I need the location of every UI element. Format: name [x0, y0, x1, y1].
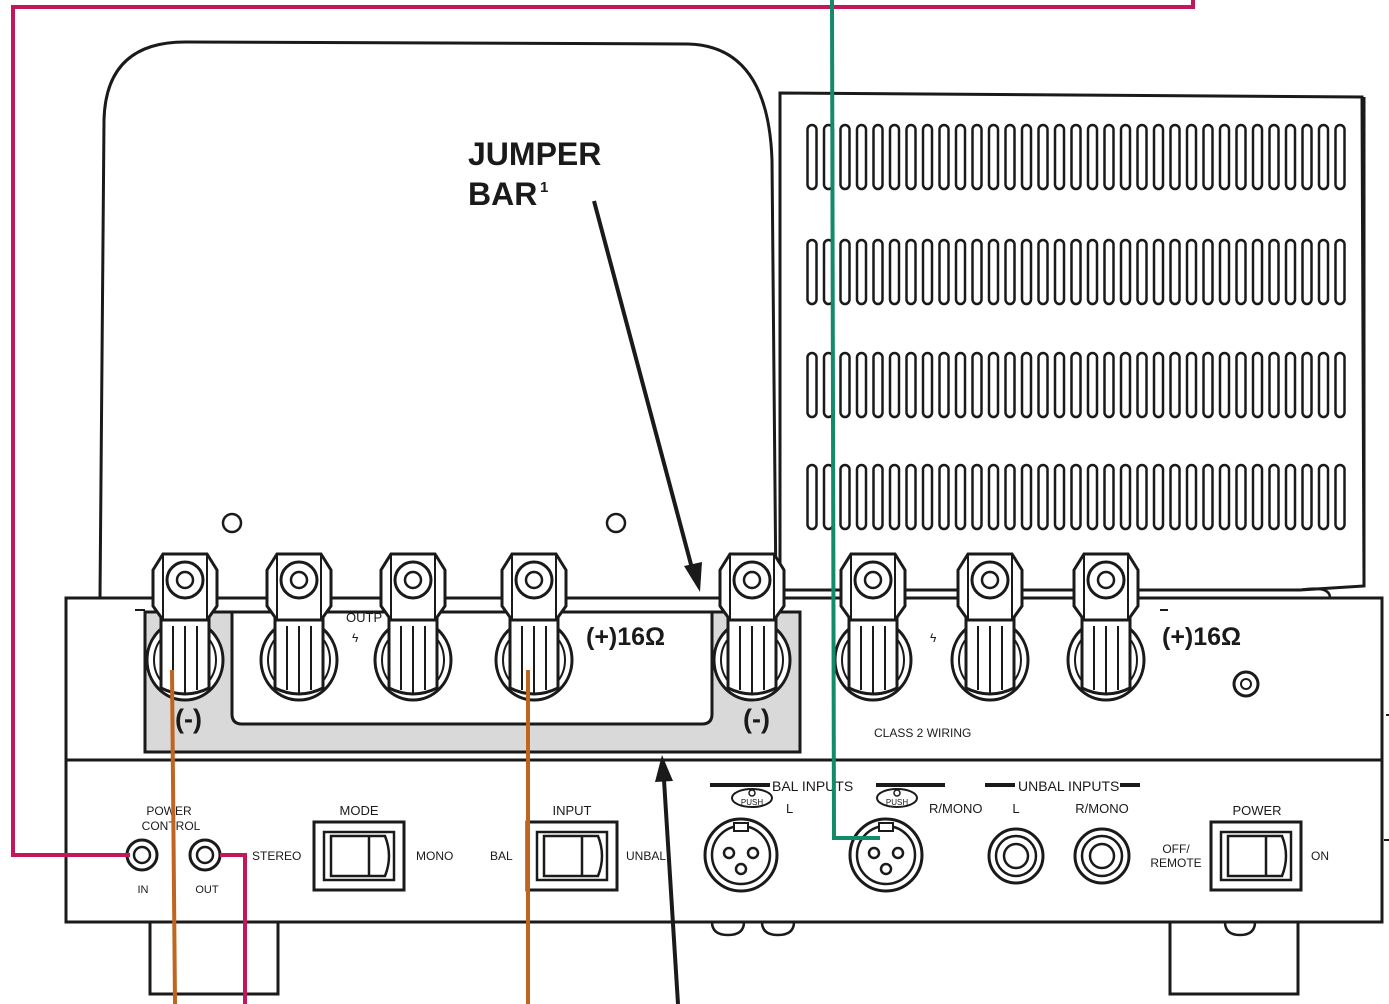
power-control-title-2: CONTROL	[142, 819, 201, 833]
transformer-cover	[98, 40, 778, 599]
input-rocker-switch[interactable]	[525, 820, 619, 892]
left-minus-label: (-)	[175, 704, 202, 734]
lightning-glyph-left: ϟ	[352, 631, 359, 645]
jumper-callout-arrow	[592, 200, 695, 573]
unbal-input-rmono-rca[interactable]	[1073, 827, 1131, 885]
unbal-input-l-rca[interactable]	[987, 827, 1045, 885]
left-foot	[148, 920, 280, 996]
unbal-l-label: L	[1012, 801, 1019, 816]
mode-rocker-switch[interactable]	[312, 820, 406, 892]
ground-screw	[1232, 670, 1260, 698]
lightning-glyph-right: ϟ	[930, 631, 937, 645]
bal-r-push-label: PUSH	[886, 798, 908, 807]
power-on-label: ON	[1311, 849, 1329, 863]
power-control-in-label: IN	[138, 884, 149, 896]
magenta-wire-out	[220, 853, 247, 1004]
right-foot	[1168, 920, 1300, 996]
power-control-in-jack[interactable]	[125, 838, 159, 872]
power-title: POWER	[1232, 803, 1281, 818]
bal-input-l-xlr[interactable]	[703, 817, 779, 893]
magenta-wire-in	[11, 0, 1195, 857]
mode-title: MODE	[340, 803, 379, 818]
jumper-callout-footnote: 1	[540, 179, 548, 196]
input-unbal-label: UNBAL	[626, 849, 666, 863]
bal-l-label: L	[786, 801, 793, 816]
jumper-callout-line2: BAR	[468, 176, 537, 212]
green-wire	[830, 0, 880, 840]
bal-input-rmono-xlr[interactable]	[848, 817, 924, 893]
output-label: OUTP	[346, 610, 382, 625]
mode-stereo-label: STEREO	[252, 849, 301, 863]
bal-l-push-label: PUSH	[741, 798, 763, 807]
power-control-out-jack[interactable]	[188, 838, 222, 872]
power-control-out-label: OUT	[195, 884, 219, 896]
jumper-callout-line1: JUMPER	[468, 136, 601, 172]
input-title: INPUT	[553, 803, 592, 818]
orange-wire-left	[170, 669, 177, 1004]
power-control-title-1: POWER	[146, 804, 192, 818]
power-rocker-switch[interactable]	[1209, 820, 1303, 892]
bal-rmono-label: R/MONO	[929, 801, 982, 816]
cover-screw-right	[605, 512, 627, 534]
jumper-bottom-arrow	[662, 779, 680, 1004]
right-plus-16-label: (+)16Ω	[1162, 623, 1241, 651]
power-off-label-1: OFF/	[1162, 842, 1190, 856]
left-plus-16-label: (+)16Ω	[586, 623, 665, 651]
right-minus-label: (-)	[743, 704, 770, 734]
power-off-label-2: REMOTE	[1150, 856, 1201, 870]
unbal-rmono-label: R/MONO	[1075, 801, 1128, 816]
bal-inputs-title: BAL INPUTS	[772, 778, 853, 794]
cover-screw-left	[221, 512, 243, 534]
input-bal-label: BAL	[490, 849, 513, 863]
unbal-inputs-title: UNBAL INPUTS	[1018, 778, 1119, 794]
mode-mono-label: MONO	[416, 849, 453, 863]
class2-wiring-label: CLASS 2 WIRING	[874, 726, 971, 740]
